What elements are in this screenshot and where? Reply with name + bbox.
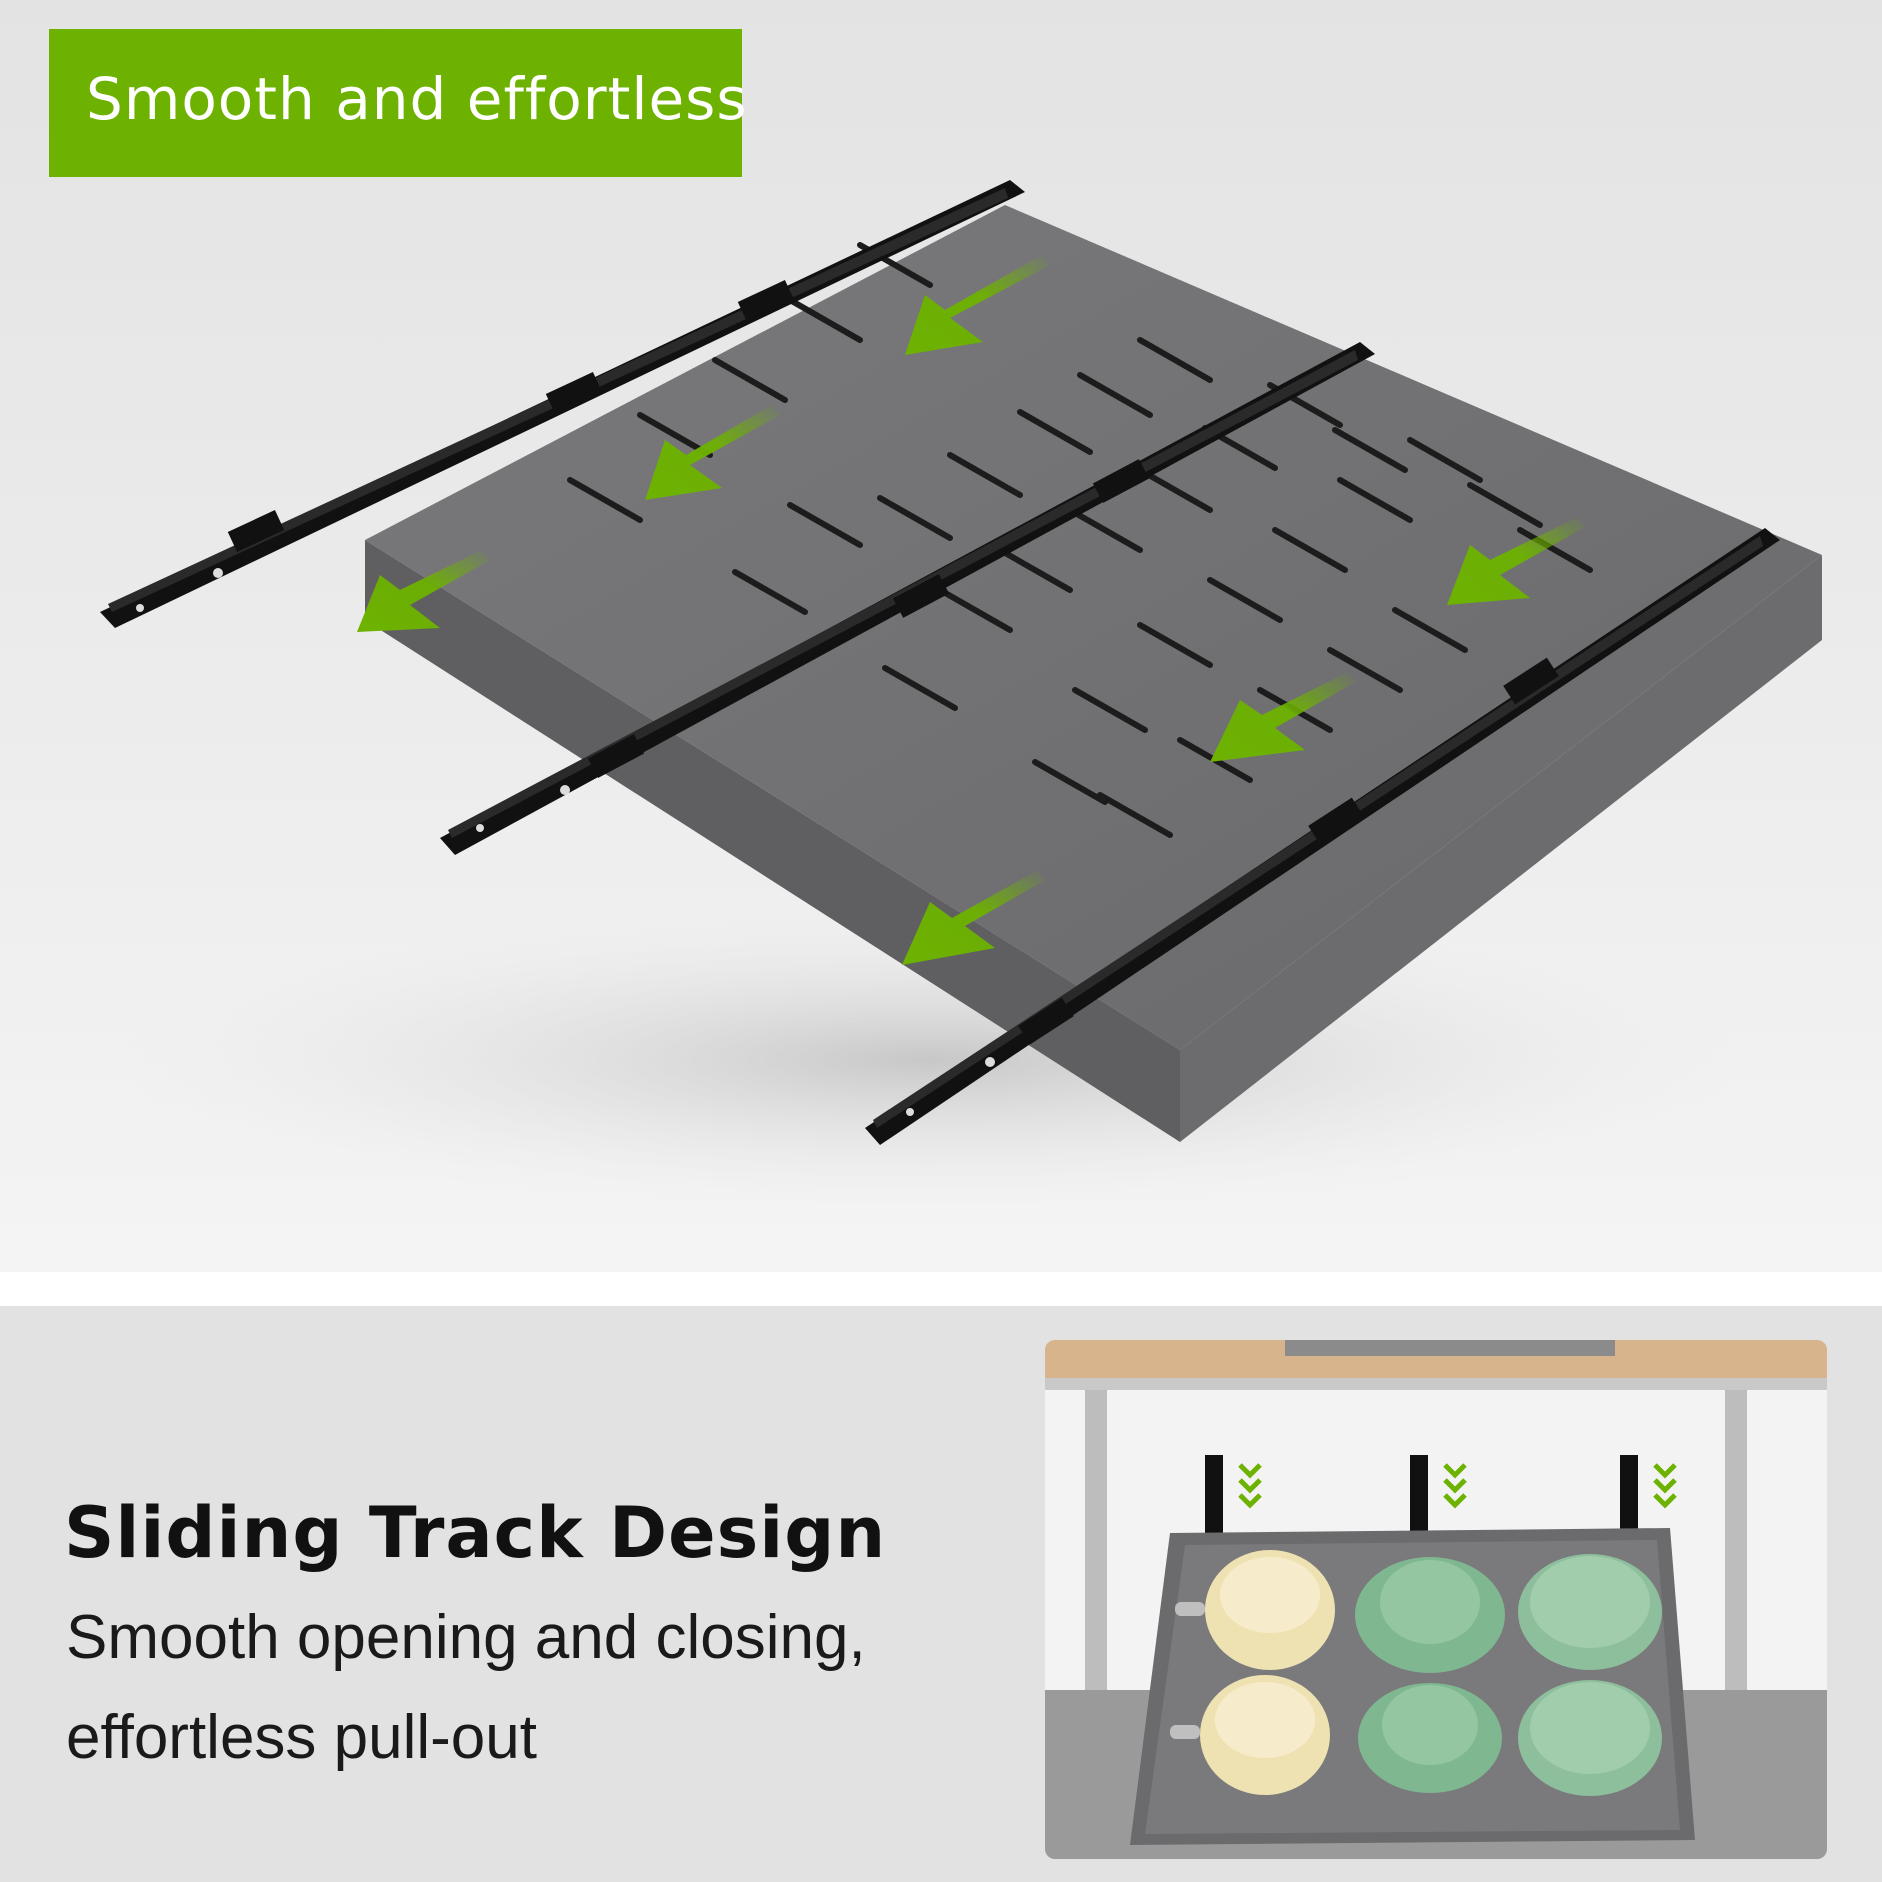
- plates: [1355, 1554, 1662, 1796]
- arrow-down-left-icon: [357, 255, 1585, 965]
- slide-rail-middle: [440, 342, 1375, 855]
- tray-top: [365, 205, 1822, 1050]
- hero-section: Smooth and effortless: [0, 0, 1882, 1272]
- slide-rail-left: [100, 180, 1025, 628]
- section-divider: [0, 1272, 1882, 1306]
- tray-side-face: [1180, 555, 1822, 1142]
- tray-front-face: [365, 540, 1180, 1142]
- tray-illustration: [100, 180, 1822, 1210]
- feature-heading: Sliding Track Design: [64, 1492, 887, 1574]
- feature-description-line1: Smooth opening and closing,: [66, 1603, 866, 1672]
- chevron-down-icon: [1238, 1463, 1677, 1509]
- slide-rail-right: [865, 528, 1780, 1145]
- kitchen-photo: [1045, 1340, 1827, 1859]
- banner-text: Smooth and effortless: [86, 65, 748, 133]
- pot: [1170, 1550, 1335, 1795]
- banner: Smooth and effortless: [49, 29, 747, 177]
- vent-slots: [567, 242, 1593, 838]
- feature-description-line2: effortless pull-out: [66, 1703, 537, 1772]
